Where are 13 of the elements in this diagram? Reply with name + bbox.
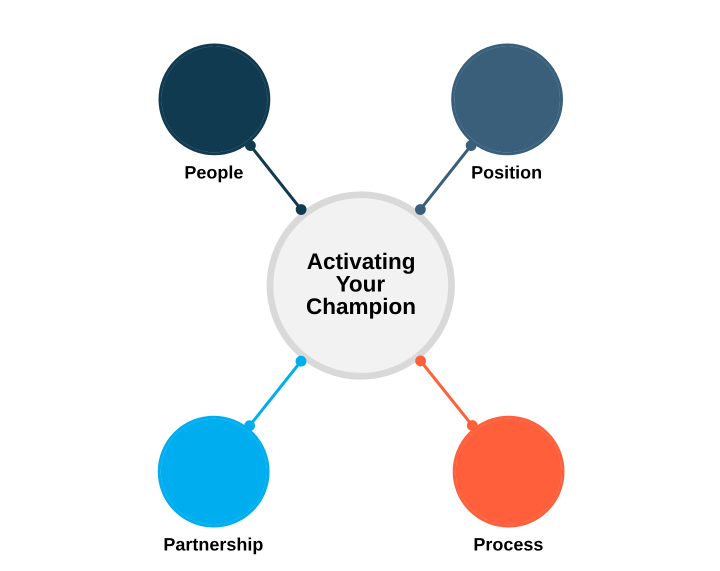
node-circle [158,43,270,156]
node-circle: Activating Your Champion [266,191,455,380]
connector [245,140,306,215]
connector [415,356,478,431]
connector [415,140,476,215]
node-circle [452,416,564,528]
node-label: Partnership [163,534,264,555]
node-label: Position [471,162,542,182]
connector [244,356,306,432]
node-circle [451,43,563,156]
node-circle [158,416,270,528]
node-label: People [184,162,244,182]
node-label: Process [473,534,544,555]
